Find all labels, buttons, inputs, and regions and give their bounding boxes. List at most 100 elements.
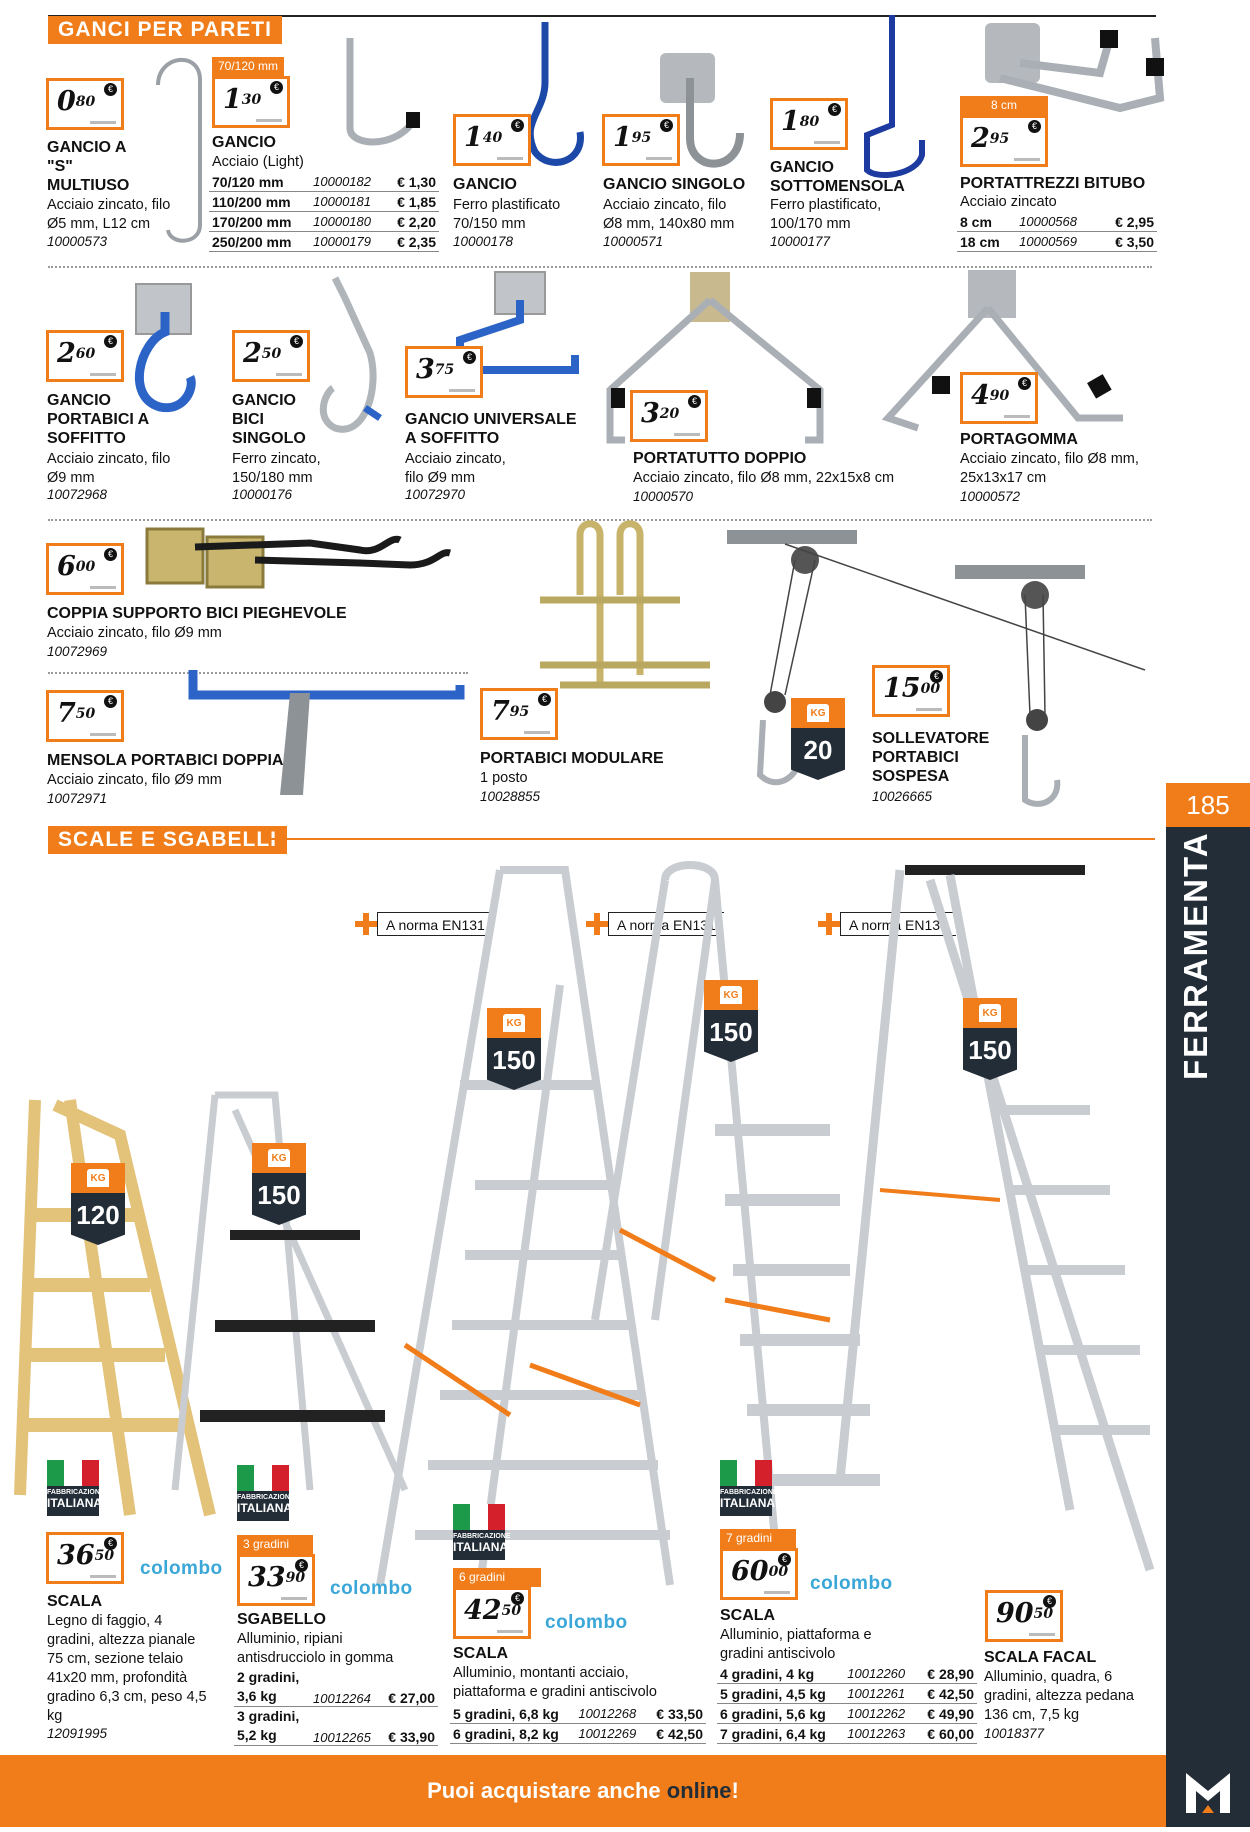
tool-holder-image <box>985 23 1165 113</box>
brand-logo: colombo <box>545 1612 628 1633</box>
product-desc: Alluminio, ripiani antisdrucciolo in gom… <box>237 1631 394 1666</box>
product-name: PORTATTREZZI BITUBO <box>960 175 1146 192</box>
aluminium-ladder-image <box>591 861 880 1541</box>
product-desc: Acciaio zincato <box>960 194 1057 210</box>
product-code: 12091995 <box>47 1726 108 1741</box>
product-code: 10000176 <box>232 487 293 502</box>
product-name: PORTAGOMMA <box>960 431 1078 448</box>
product-name: GANCIO UNIVERSALE A SOFFITTO <box>405 411 577 447</box>
product-name: MENSOLA PORTABICI DOPPIA <box>47 752 284 769</box>
product-desc: Acciaio (Light) <box>212 154 304 170</box>
page-number: 185 <box>1166 783 1250 827</box>
product-code: 10028855 <box>480 789 541 804</box>
bike-hook-image <box>319 276 382 433</box>
aluminium-ladder-image <box>376 866 674 1586</box>
product-name: GANCIO BICI SINGOLO <box>232 392 306 447</box>
size-tag: 6 gradini <box>453 1568 541 1587</box>
single-hook-image <box>660 53 744 168</box>
brand-logo: colombo <box>140 1558 223 1579</box>
size-tag: 7 gradini <box>720 1529 796 1548</box>
product-code: 10026665 <box>872 789 933 804</box>
section-title-hooks: GANCI PER PARETI <box>48 16 282 44</box>
product-desc: Acciaio zincato, filo Ø8 mm, 22x15x8 cm <box>633 470 895 486</box>
product-name: GANCIO SINGOLO <box>603 176 746 193</box>
footer-banner[interactable]: Puoi acquistare anche online! <box>0 1755 1166 1827</box>
product-code: 10000572 <box>960 489 1021 504</box>
product-name: SGABELLO <box>237 1611 326 1628</box>
product-name: GANCIO PORTABICI A SOFFITTO <box>47 392 149 447</box>
facal-ladder-image <box>835 865 1155 1572</box>
price-label: 795€ <box>480 688 558 740</box>
divider <box>48 266 1152 268</box>
product-name: GANCIO SOTTOMENSOLA <box>770 159 905 195</box>
product-desc: Acciaio zincato, filo Ø9 mm <box>47 625 222 641</box>
category-sidebar <box>1166 783 1250 1783</box>
product-desc: 1 posto <box>480 770 528 786</box>
price-label: 3650€ <box>46 1532 124 1584</box>
product-code: 10072970 <box>405 487 466 502</box>
price-label: 130€ <box>212 76 290 128</box>
price-label: 6000€ <box>720 1548 798 1600</box>
brand-m-logo <box>1166 1755 1250 1827</box>
double-bike-shelf-image <box>188 670 465 795</box>
product-code: 10018377 <box>984 1726 1045 1741</box>
size-tag: 70/120 mm <box>212 57 285 76</box>
divider <box>48 672 468 674</box>
online-link[interactable]: online <box>666 1778 732 1803</box>
product-desc: Acciaio zincato, filo Ø5 mm, L12 cm <box>47 197 171 232</box>
price-label: 3390€ <box>237 1554 315 1606</box>
product-code: 10000570 <box>633 489 694 504</box>
product-desc: Alluminio, montanti acciaio, piattaforma… <box>453 1665 657 1700</box>
top-rule <box>48 15 1156 17</box>
size-tag: 8 cm <box>960 96 1048 115</box>
product-desc: Alluminio, quadra, 6 gradini, altezza pe… <box>984 1669 1134 1723</box>
category-label: FERRAMENTA <box>1177 831 1214 1080</box>
product-desc: Alluminio, piattaforma e gradini antisci… <box>720 1627 872 1662</box>
product-desc: Ferro plastificato, 100/170 mm <box>770 197 882 232</box>
price-label: 180€ <box>770 98 848 150</box>
brand-logo: colombo <box>330 1578 413 1599</box>
product-code: 10000573 <box>47 234 108 249</box>
product-name: COPPIA SUPPORTO BICI PIEGHEVOLE <box>47 605 347 622</box>
product-desc: Acciaio zincato, filo Ø9 mm <box>405 451 506 486</box>
product-name: SCALA <box>453 1645 509 1662</box>
hook-image <box>346 38 420 146</box>
price-label: 750€ <box>46 690 124 742</box>
product-name: GANCIO A "S" MULTIUSO <box>47 139 130 194</box>
price-label: 600€ <box>46 543 124 595</box>
product-name: PORTABICI MODULARE <box>480 750 664 767</box>
price-label: 080€ <box>46 78 124 130</box>
product-name: SCALA <box>47 1593 103 1610</box>
ceiling-bike-hook-image <box>135 283 196 413</box>
product-name: SCALA <box>720 1607 776 1624</box>
price-label: 9050€ <box>985 1590 1063 1642</box>
product-name: PORTATUTTO DOPPIO <box>633 450 807 467</box>
modular-bike-rack-image <box>540 520 710 689</box>
divider <box>48 519 1152 521</box>
universal-hook-image <box>456 271 579 374</box>
product-code: 10000571 <box>603 234 664 249</box>
section-rule <box>265 838 1155 840</box>
price-label: 320€ <box>630 390 708 442</box>
product-name: GANCIO <box>453 176 517 193</box>
price-label: 490€ <box>960 372 1038 424</box>
product-desc: Acciaio zincato, filo Ø8 mm, 140x80 mm <box>603 197 735 232</box>
